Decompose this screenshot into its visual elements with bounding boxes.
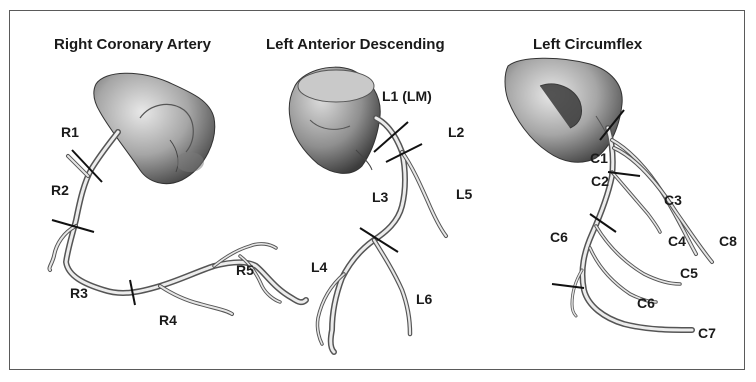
label-c4: C4 bbox=[668, 234, 686, 248]
label-c7: C7 bbox=[698, 326, 716, 340]
lad-heart bbox=[289, 67, 380, 173]
label-r5: R5 bbox=[236, 263, 254, 277]
label-l5: L5 bbox=[456, 187, 472, 201]
label-c5: C5 bbox=[680, 266, 698, 280]
label-l3: L3 bbox=[372, 190, 388, 204]
label-l4: L4 bbox=[311, 260, 327, 274]
rca-heart bbox=[94, 73, 215, 183]
label-l2: L2 bbox=[448, 125, 464, 139]
label-l6: L6 bbox=[416, 292, 432, 306]
rca-segment-dividers bbox=[52, 150, 135, 305]
label-r1: R1 bbox=[61, 125, 79, 139]
lcx-heart bbox=[505, 58, 622, 162]
label-c6-lower: C6 bbox=[637, 296, 655, 310]
label-c6-upper: C6 bbox=[550, 230, 568, 244]
label-r4: R4 bbox=[159, 313, 177, 327]
label-c3: C3 bbox=[664, 193, 682, 207]
label-l1: L1 (LM) bbox=[382, 89, 432, 103]
label-c2: C2 bbox=[591, 174, 609, 188]
label-c1: C1 bbox=[590, 151, 608, 165]
label-r3: R3 bbox=[70, 286, 88, 300]
label-c8: C8 bbox=[719, 234, 737, 248]
label-r2: R2 bbox=[51, 183, 69, 197]
